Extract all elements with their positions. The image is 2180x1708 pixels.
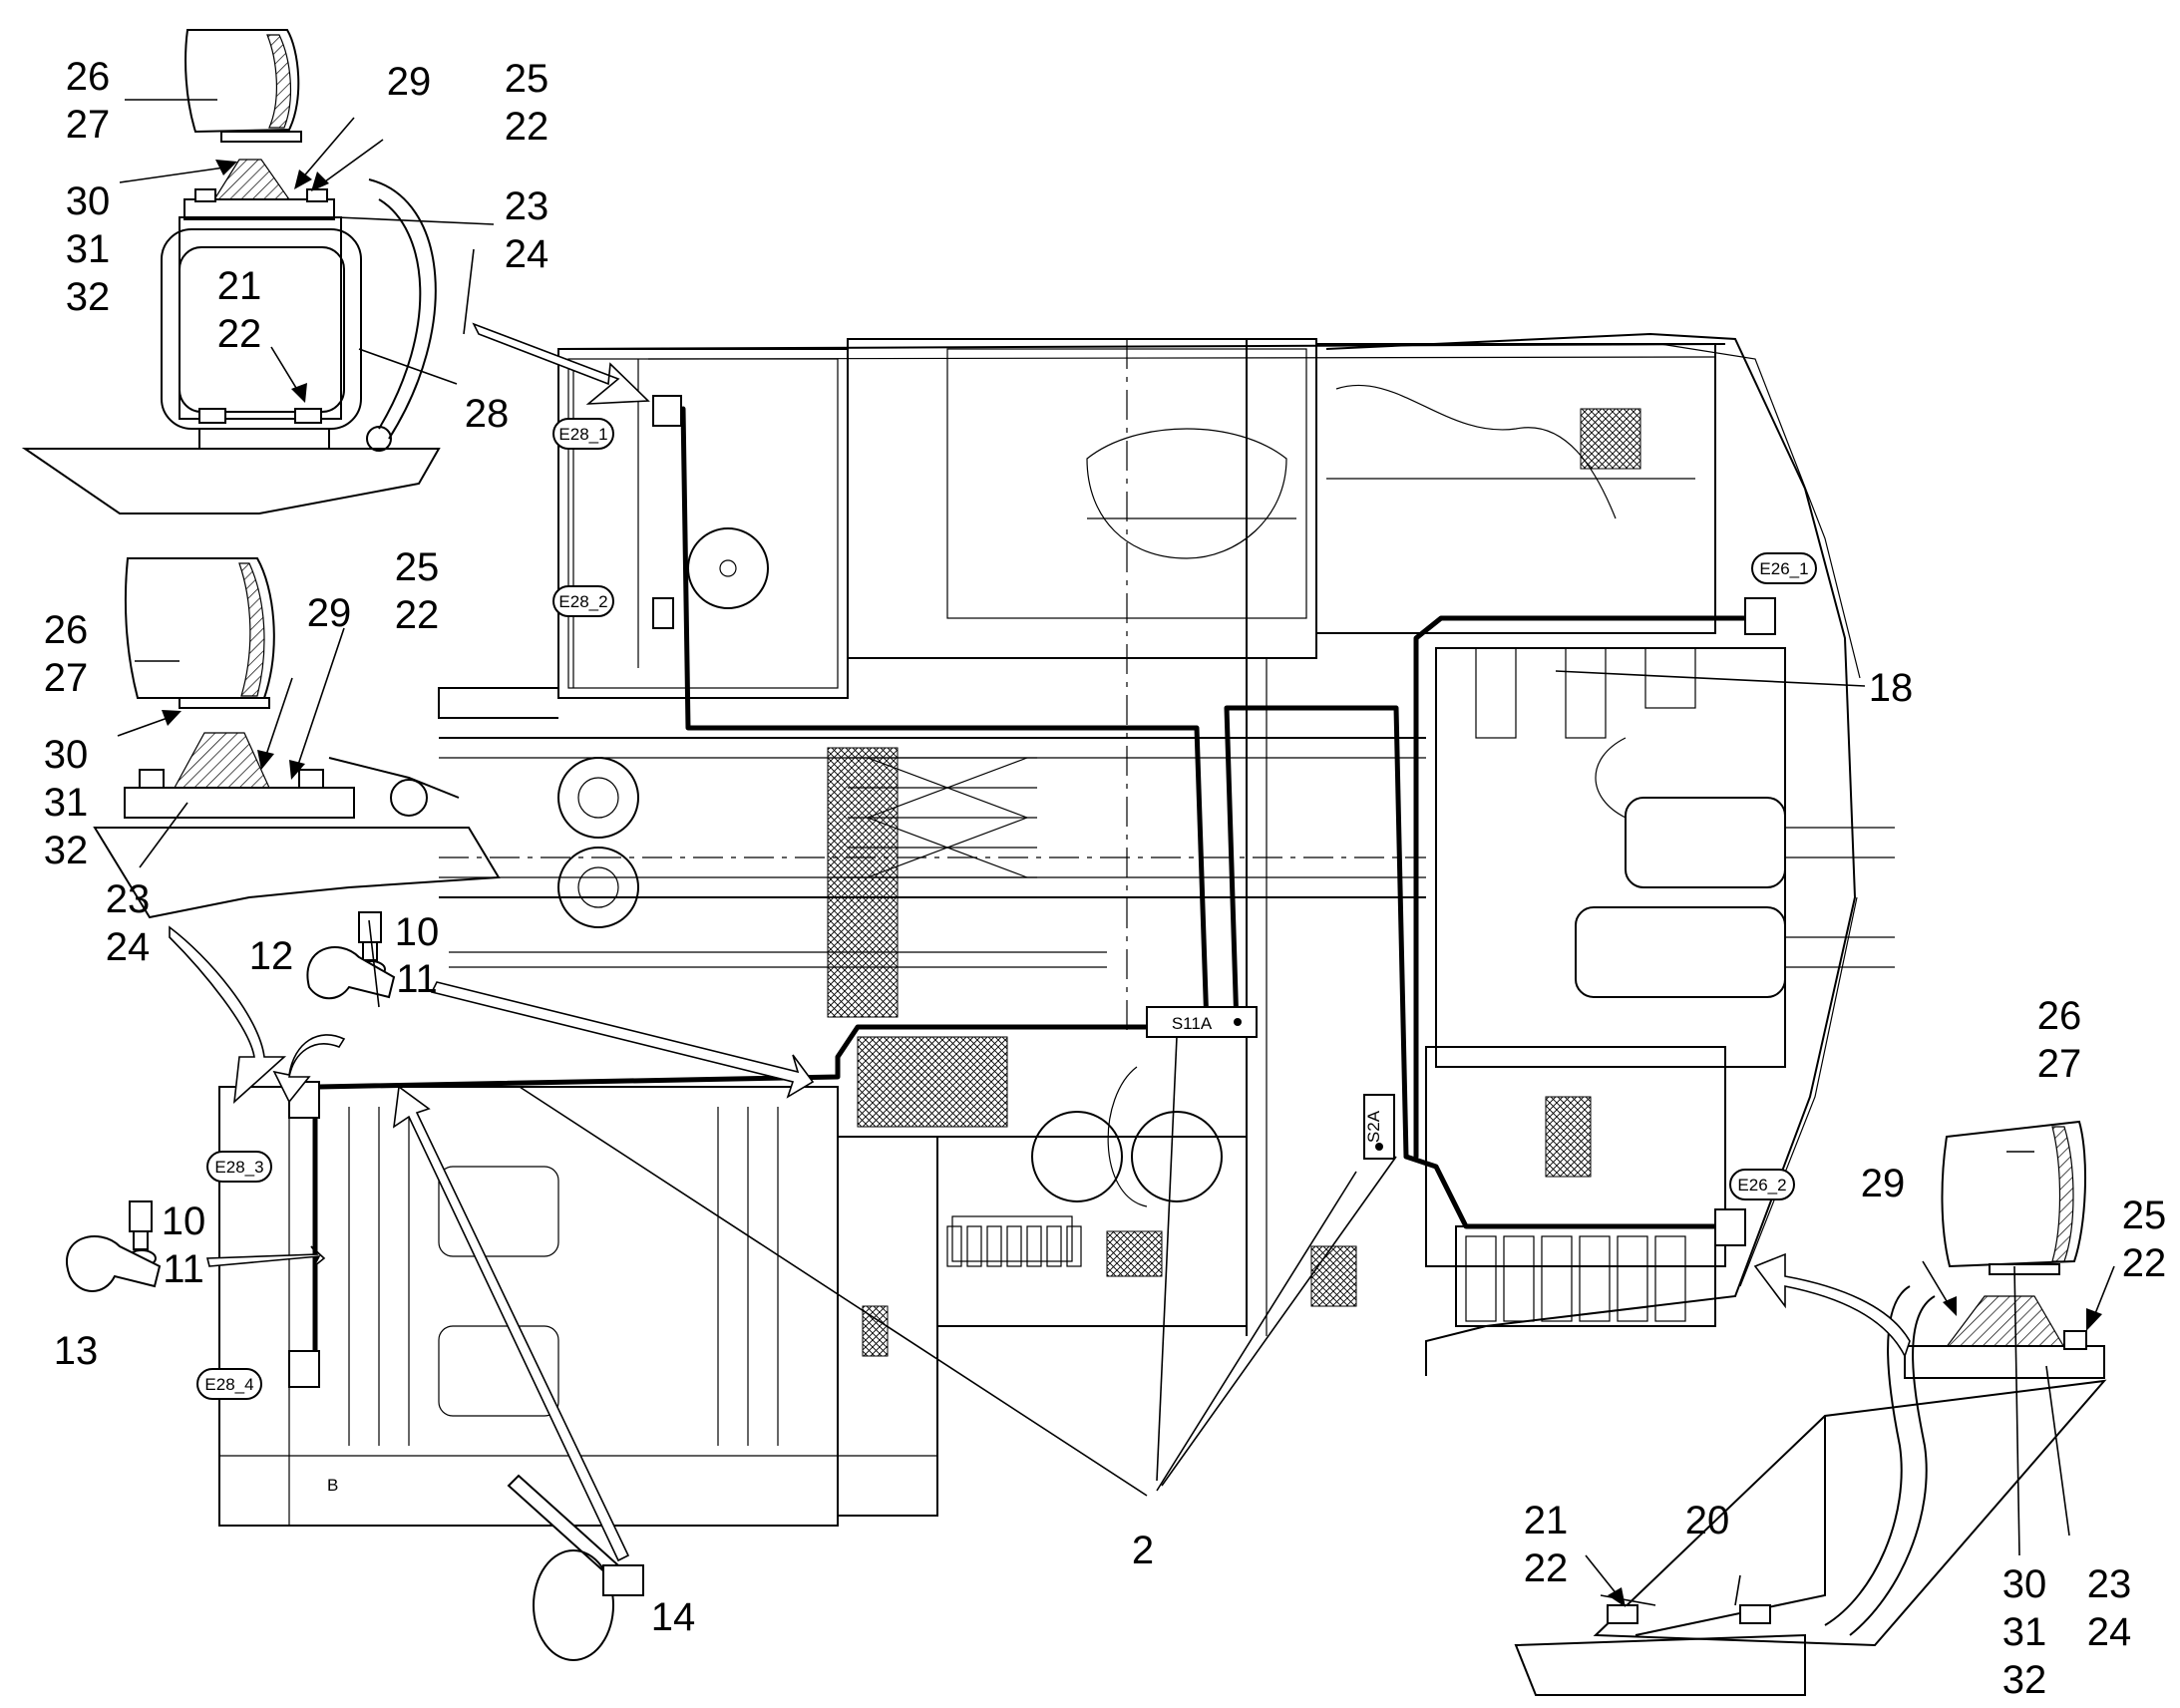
callout-22-c: 22 <box>395 593 440 637</box>
connector-E28_4-plug <box>288 1350 320 1388</box>
detail-mid-left <box>93 557 501 919</box>
callout-14: 14 <box>651 1595 696 1639</box>
tag-E28_2: E28_2 <box>552 585 614 617</box>
callout-11-b: 11 <box>163 1247 204 1291</box>
callout-28: 28 <box>465 392 510 436</box>
tag-E28_1: E28_1 <box>552 418 614 450</box>
callout-21-b: 21 <box>1524 1499 1569 1542</box>
callout-29-b: 29 <box>307 591 352 635</box>
callout-32-a: 32 <box>66 275 111 319</box>
callout-32-c: 32 <box>2002 1658 2047 1702</box>
connectors: E28_1 E28_2 E28_3 E28_4 E26_1 E26_2 S11A <box>196 395 1817 1495</box>
svg-text:E26_2: E26_2 <box>1737 1176 1786 1195</box>
machine-body <box>218 332 1895 1527</box>
callout-27-c: 27 <box>2037 1042 2082 1086</box>
callout-25-a: 25 <box>505 57 549 101</box>
callout-27-b: 27 <box>44 656 89 700</box>
screw-10-b <box>129 1200 153 1232</box>
callout-31-c: 31 <box>2002 1610 2047 1654</box>
svg-text:S2A: S2A <box>1364 1110 1383 1143</box>
leader-lines <box>117 99 2115 1607</box>
callout-20: 20 <box>1685 1499 1730 1542</box>
callout-26-b: 26 <box>44 608 89 652</box>
clamp-parts <box>66 911 644 1661</box>
callout-25-c: 25 <box>2122 1194 2167 1237</box>
callout-21-a: 21 <box>217 264 262 308</box>
tag-E26_1: E26_1 <box>1751 552 1817 584</box>
callout-24-a: 24 <box>505 232 549 276</box>
callout-23-a: 23 <box>505 184 549 228</box>
wire-harness <box>312 406 1758 1359</box>
detail-right <box>1514 1120 2107 1696</box>
callout-23-b: 23 <box>106 877 151 921</box>
callout-18: 18 <box>1869 666 1914 710</box>
callouts-right: 26 27 29 25 22 21 22 20 30 23 31 24 32 <box>1524 994 2167 1702</box>
callout-26-a: 26 <box>66 55 111 99</box>
svg-text:E28_1: E28_1 <box>558 425 607 444</box>
callout-22-b: 22 <box>217 312 262 356</box>
callout-10-a: 10 <box>395 910 440 954</box>
callout-29-a: 29 <box>387 60 432 104</box>
callout-11-a: 11 <box>396 957 438 1001</box>
callouts-misc: 18 2 14 <box>651 666 1914 1639</box>
detail-top-left <box>21 29 441 514</box>
pointer-arrows <box>169 322 1911 1562</box>
callout-2: 2 <box>1132 1529 1154 1572</box>
callout-23-c: 23 <box>2087 1562 2132 1606</box>
callout-27-a: 27 <box>66 103 111 147</box>
battery-cells <box>1465 1235 1686 1322</box>
clamp-12 <box>306 946 396 1000</box>
svg-text:E28_2: E28_2 <box>558 592 607 611</box>
callout-26-c: 26 <box>2037 994 2082 1038</box>
callouts-mid-left: 25 22 26 29 27 30 31 32 23 24 <box>44 545 440 969</box>
tag-E26_2: E26_2 <box>1729 1169 1795 1200</box>
callout-12: 12 <box>249 934 294 978</box>
clamp-13 <box>66 1235 162 1292</box>
mark-B: B <box>327 1476 338 1495</box>
svg-text:E26_1: E26_1 <box>1759 559 1808 578</box>
callout-24-b: 24 <box>106 925 151 969</box>
connector-E28_1-plug <box>652 395 682 427</box>
callout-30-c: 30 <box>2002 1562 2047 1606</box>
callout-30-a: 30 <box>66 179 111 223</box>
callout-22-a: 22 <box>505 105 549 149</box>
callout-31-a: 31 <box>66 227 111 271</box>
callout-30-b: 30 <box>44 733 89 777</box>
svg-text:S11A: S11A <box>1172 1014 1213 1033</box>
callout-10-b: 10 <box>162 1199 206 1243</box>
callouts-clamps: 10 12 11 10 11 13 <box>54 910 440 1373</box>
svg-text:E28_3: E28_3 <box>214 1158 263 1177</box>
callout-25-b: 25 <box>395 545 440 589</box>
connector-E26_1-plug <box>1744 597 1776 635</box>
callout-32-b: 32 <box>44 829 89 872</box>
callout-13: 13 <box>54 1329 99 1373</box>
fuse-row <box>946 1225 1082 1267</box>
connector-E28_2-plug <box>652 597 674 629</box>
callout-29-c: 29 <box>1861 1162 1906 1205</box>
tag-E28_4: E28_4 <box>196 1368 262 1400</box>
callout-31-b: 31 <box>44 781 89 825</box>
callout-24-c: 24 <box>2087 1610 2132 1654</box>
callouts-top-left: 26 27 29 25 22 30 23 31 24 32 21 22 28 <box>66 55 549 436</box>
tag-E28_3: E28_3 <box>206 1151 272 1183</box>
callout-22-d: 22 <box>2122 1241 2167 1285</box>
tag-S2A: S2A <box>1363 1094 1395 1160</box>
tag-S11A: S11A <box>1146 1006 1258 1038</box>
callout-22-e: 22 <box>1524 1546 1569 1590</box>
connector-E26_2-plug <box>1714 1208 1746 1246</box>
svg-text:E28_4: E28_4 <box>204 1375 253 1394</box>
